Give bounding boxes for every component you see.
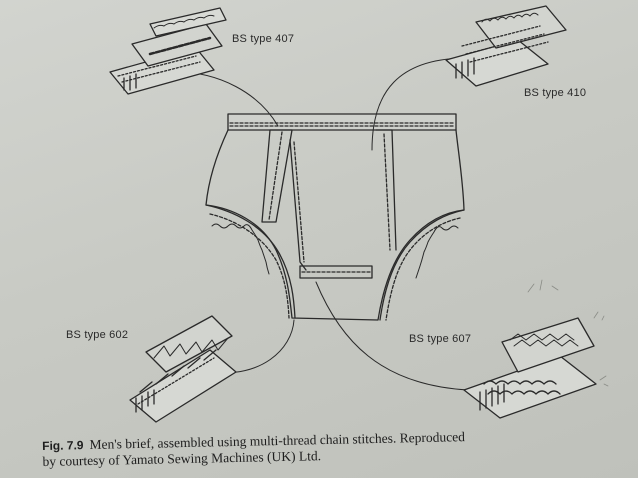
stitch-sample-bs410	[446, 6, 566, 86]
stitch-sample-bs602	[130, 316, 236, 422]
figure-number: Fig. 7.9	[42, 438, 84, 453]
stitch-sample-bs607	[464, 318, 596, 418]
label-bs-type-607: BS type 607	[409, 333, 472, 345]
pencil-marks	[528, 280, 608, 386]
label-bs-type-407: BS type 407	[232, 33, 295, 45]
label-bs-type-410: BS type 410	[524, 87, 587, 99]
mens-brief-drawing	[206, 114, 464, 320]
stitch-sample-bs407	[110, 8, 226, 94]
label-bs-type-602: BS type 602	[66, 329, 129, 341]
